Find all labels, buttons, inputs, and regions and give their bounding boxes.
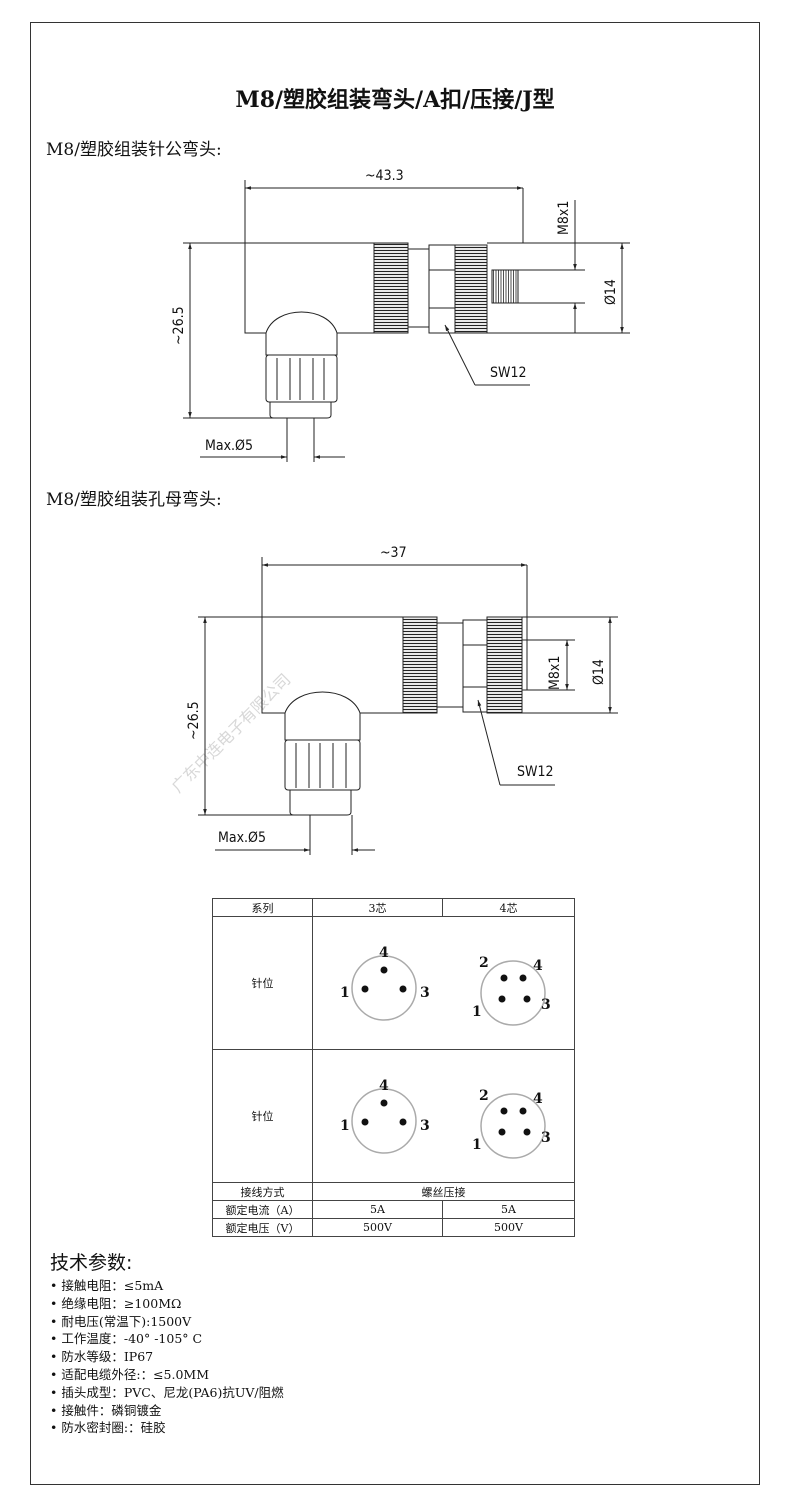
- list-item: 插头成型：PVC、尼龙(PA6)抗UV/阻燃: [50, 1384, 283, 1402]
- header-4core: 4芯: [442, 898, 575, 917]
- pin-row-label: 针位: [212, 1049, 313, 1183]
- list-item: 耐电压(常温下):1500V: [50, 1313, 284, 1331]
- wiring-label: 接线方式: [212, 1182, 313, 1201]
- pin-label: 1: [472, 1004, 482, 1020]
- pin-label: 2: [479, 955, 489, 971]
- table-row: 针位 4 1 3 2 4 1 3: [212, 916, 575, 1050]
- pin-layout-diagram: 4 1 3 2 4 1 3: [340, 945, 551, 1026]
- dim-height: ~26.5: [171, 306, 187, 345]
- tech-heading: 技术参数:: [50, 1252, 133, 1274]
- pin-diagrams: 4 1 3 2 4 1 3: [312, 916, 575, 1050]
- wiring-value: 螺丝压接: [312, 1182, 575, 1201]
- pin-layout-diagram: 4 1 3 2 4 1 3: [340, 1078, 551, 1159]
- voltage-label: 额定电压（V）: [212, 1218, 313, 1237]
- current-label: 额定电流（A）: [212, 1200, 313, 1219]
- page-title: M8/塑胶组装弯头/A扣/压接/J型: [235, 87, 555, 113]
- dim-thread: M8x1: [547, 656, 563, 690]
- voltage-3core: 500V: [312, 1218, 443, 1237]
- list-item: 接触件：磷铜镀金: [50, 1402, 284, 1420]
- table-row: 接线方式 螺丝压接: [212, 1182, 575, 1201]
- tech-list: 接触电阻：≤5mA 绝缘电阻：≥100MΩ 耐电压(常温下):1500V 工作温…: [50, 1277, 284, 1437]
- current-3core: 5A: [312, 1200, 443, 1219]
- header-series: 系列: [212, 898, 313, 917]
- pin-label: 3: [420, 1118, 430, 1134]
- list-item: 防水等级：IP67: [50, 1348, 284, 1366]
- dim-cable: Max.Ø5: [205, 438, 253, 454]
- dim-diameter: Ø14: [603, 279, 619, 305]
- dim-wrench: SW12: [517, 764, 553, 780]
- dim-height: ~26.5: [186, 701, 202, 740]
- list-item: 绝缘电阻：≥100MΩ: [50, 1295, 284, 1313]
- pin-label: 4: [379, 1078, 389, 1094]
- pin-label: 2: [479, 1088, 489, 1104]
- dim-length: ~37: [380, 545, 407, 561]
- list-item: 适配电缆外径:：≤5.0MM: [50, 1366, 284, 1384]
- pin-label: 1: [472, 1137, 482, 1153]
- dim-cable: Max.Ø5: [218, 830, 266, 846]
- table-row: 额定电压（V） 500V 500V: [212, 1218, 575, 1237]
- table-row: 额定电流（A） 5A 5A: [212, 1200, 575, 1219]
- page-frame: [30, 22, 760, 1485]
- voltage-4core: 500V: [442, 1218, 575, 1237]
- list-item: 工作温度：-40° -105° C: [50, 1330, 284, 1348]
- header-3core: 3芯: [312, 898, 443, 917]
- pin-diagrams: 4 1 3 2 4 1 3: [312, 1049, 575, 1183]
- dim-wrench: SW12: [490, 365, 526, 381]
- table-row: 针位 4 1 3 2 4 1 3: [212, 1049, 575, 1183]
- female-elbow-drawing: ~37 ~26.5 M8x1 Ø14 SW12 Max.Ø5: [186, 545, 618, 855]
- pin-label: 4: [533, 1091, 543, 1107]
- pin-label: 4: [379, 945, 389, 961]
- pin-label: 1: [340, 985, 350, 1001]
- pin-label: 3: [541, 997, 551, 1013]
- pin-label: 3: [420, 985, 430, 1001]
- pin-label: 3: [541, 1130, 551, 1146]
- table-header-row: 系列 3芯 4芯: [212, 898, 575, 917]
- dim-length: ~43.3: [365, 168, 404, 184]
- spec-table: 系列 3芯 4芯 针位 4 1 3 2 4: [212, 898, 575, 1237]
- tech-params: 技术参数: 接触电阻：≤5mA 绝缘电阻：≥100MΩ 耐电压(常温下):150…: [50, 1248, 284, 1437]
- section-heading-male: M8/塑胶组装针公弯头:: [46, 140, 222, 160]
- pin-label: 1: [340, 1118, 350, 1134]
- current-4core: 5A: [442, 1200, 575, 1219]
- technical-drawings: ~43.3 ~26.5 M8x1 Ø14 SW12 Max.Ø5: [171, 168, 630, 855]
- list-item: 防水密封圈:：硅胶: [50, 1419, 284, 1437]
- male-elbow-drawing: ~43.3 ~26.5 M8x1 Ø14 SW12 Max.Ø5: [171, 168, 630, 462]
- pin-row-label: 针位: [212, 916, 313, 1050]
- list-item: 接触电阻：≤5mA: [50, 1277, 284, 1295]
- dim-diameter: Ø14: [591, 659, 607, 685]
- dim-thread: M8x1: [556, 201, 572, 235]
- pin-label: 4: [533, 958, 543, 974]
- section-heading-female: M8/塑胶组装孔母弯头:: [46, 490, 222, 510]
